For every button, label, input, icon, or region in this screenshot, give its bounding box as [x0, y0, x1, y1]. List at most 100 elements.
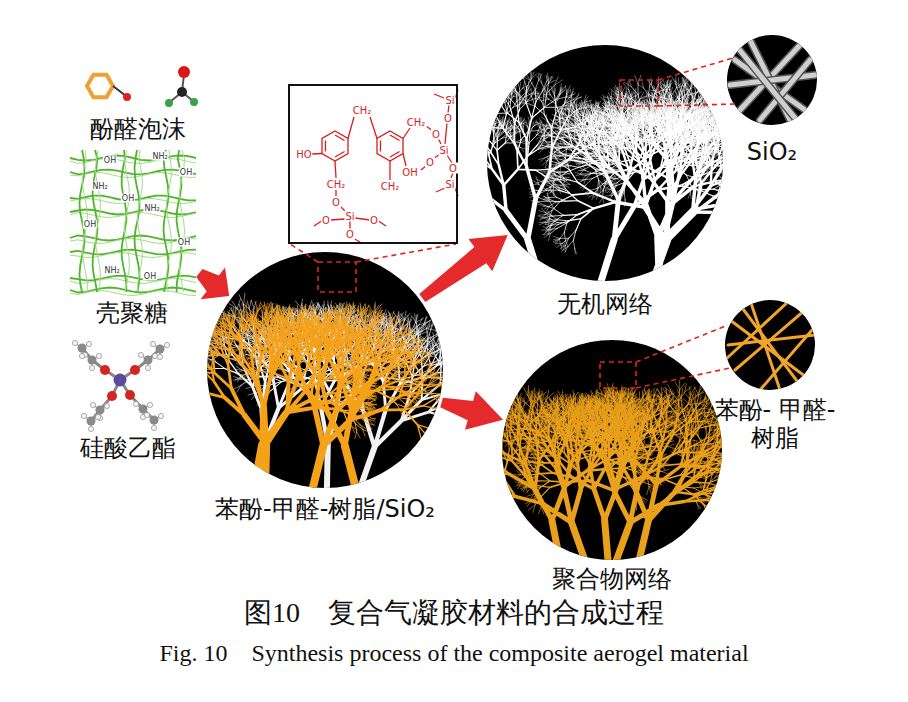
- carbon-atom: [87, 417, 96, 426]
- bond: [403, 128, 410, 139]
- zoom-region: [318, 262, 356, 292]
- oxygen-atom: [123, 93, 131, 101]
- bond: [451, 173, 453, 178]
- branch-stroke: [552, 520, 648, 566]
- bond: [403, 154, 406, 167]
- chitosan-chain: [125, 150, 130, 292]
- atom-label: O: [331, 197, 341, 208]
- atom-label: O: [431, 129, 441, 140]
- zoom-ground: [727, 35, 817, 125]
- bond: [445, 123, 447, 144]
- group-label: OH: [177, 238, 191, 247]
- hydrogen-atom: [152, 353, 157, 358]
- chitosan-chain: [164, 150, 169, 292]
- double-bond: [390, 135, 400, 141]
- zoom-ground: [725, 300, 815, 390]
- silicon-atom: [114, 374, 127, 387]
- tube-shadow: [730, 75, 815, 85]
- node-label: 硅酸乙酯: [80, 433, 176, 463]
- silica-tubes: [730, 40, 815, 120]
- branch-stroke: [528, 238, 668, 288]
- structure-bonds: [312, 90, 458, 242]
- hydrogen-atom: [96, 353, 101, 358]
- chitosan-chain: [167, 150, 172, 292]
- double-bond: [335, 135, 345, 141]
- carbon-atom: [88, 356, 97, 365]
- network-circle: 苯酚-甲醛-树脂/SiO₂: [207, 252, 443, 488]
- tube: [730, 75, 815, 85]
- zoom-region: [600, 362, 636, 388]
- tube: [738, 48, 795, 118]
- atom-label: Si: [344, 211, 355, 222]
- hydrogen-atom: [157, 354, 162, 359]
- zoom-circle: 苯酚- 甲醛-树脂: [725, 300, 815, 390]
- hydrogen-atom: [95, 414, 100, 419]
- group-label: OH: [179, 168, 193, 177]
- branch-stroke: [159, 302, 460, 462]
- atom-label: O: [369, 215, 379, 226]
- atom-label: CH₂: [326, 179, 347, 190]
- benzene-ring: [377, 131, 403, 161]
- node-label: 苯酚- 甲醛-树脂: [710, 396, 840, 452]
- double-bond: [325, 141, 326, 152]
- chitosan-chain: [70, 173, 196, 178]
- chitosan-chain: [135, 150, 140, 292]
- hydrogen-atom: [164, 342, 169, 347]
- double-bond: [335, 152, 345, 158]
- flow-arrow: [440, 391, 503, 430]
- branch-stroke: [427, 88, 796, 257]
- atom-label: HO: [295, 149, 312, 160]
- hydrogen-atom: [86, 341, 91, 346]
- hydrogen-atom: [88, 426, 93, 431]
- precursor-icon: 酚醛泡沫: [75, 62, 200, 110]
- zoom-circle: SiO₂: [727, 35, 817, 125]
- fibre: [730, 320, 810, 380]
- hydrogen-atom: [150, 341, 155, 346]
- bond: [348, 117, 354, 139]
- hydrogen-atom: [151, 425, 156, 430]
- double-bond: [390, 152, 400, 158]
- atom-label: O: [345, 229, 355, 240]
- carbon-atom: [156, 345, 165, 354]
- branch-stroke: [253, 445, 357, 495]
- zoom-leader: [636, 368, 730, 388]
- double-bond: [380, 141, 381, 152]
- fibre: [760, 330, 812, 390]
- flow-arrow: [196, 268, 229, 300]
- hydrogen-atom: [72, 340, 77, 345]
- hydrogen-atom: [158, 413, 163, 418]
- precursor-icon: 硅酸乙酯: [63, 335, 193, 431]
- atom-label: O: [448, 163, 458, 174]
- oxygen-atom: [178, 66, 190, 78]
- hydrogen-atom: [144, 412, 149, 417]
- atom-label: O: [321, 215, 331, 226]
- oxygen-atom: [130, 365, 140, 375]
- zoom-leader: [658, 58, 733, 80]
- node-label: 无机网络: [557, 289, 653, 319]
- branch-stroke: [535, 485, 672, 523]
- zoom-leader: [658, 104, 736, 106]
- caption-english: Fig. 10 Synthesis process of the composi…: [0, 638, 908, 668]
- fibre: [725, 300, 790, 360]
- hydrogen-atom: [145, 365, 150, 370]
- group-label: NH₂: [143, 204, 160, 213]
- oxygen-atom: [125, 390, 135, 400]
- chitosan-chain: [138, 150, 143, 292]
- carbon-atom: [150, 416, 159, 425]
- hydrogen-atom: [89, 365, 94, 370]
- atom-label: O: [425, 157, 435, 168]
- atom-label: CH₂: [406, 117, 427, 128]
- tube-shadow: [738, 48, 795, 118]
- chitosan-chain: [70, 253, 196, 258]
- network-circle: 聚合物网络: [502, 340, 722, 560]
- structure-box: HOCH₂OHCH₂CH₂CH₂OSiOOSiOSiOSiOOO: [288, 84, 458, 244]
- atom-label: Si: [444, 179, 455, 190]
- hydrogen-atom: [104, 403, 109, 408]
- bond: [370, 117, 377, 139]
- atom-label: Si: [438, 145, 449, 156]
- group-label: OH: [103, 156, 117, 165]
- bond: [312, 153, 322, 155]
- node-label: 壳聚糖: [96, 298, 168, 328]
- oxygen-atom: [100, 365, 110, 375]
- node-label: 聚合物网络: [552, 564, 672, 594]
